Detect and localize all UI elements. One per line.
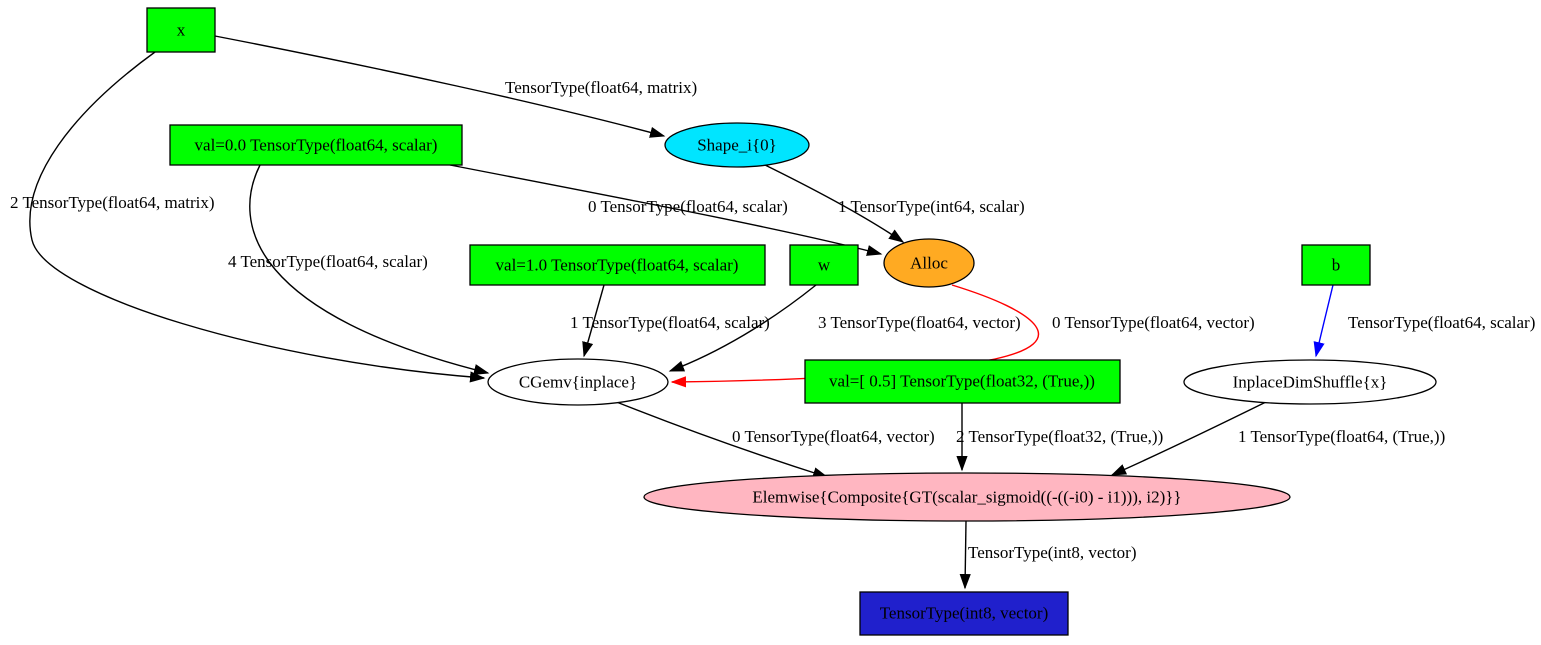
edge-label: 3 TensorType(float64, vector) bbox=[818, 313, 1021, 332]
edges-layer: TensorType(float64, matrix) 2 TensorType… bbox=[10, 35, 1535, 590]
edge-label: 0 TensorType(float64, vector) bbox=[1052, 313, 1255, 332]
node-label: CGemv{inplace} bbox=[519, 373, 637, 392]
node-input-b: b bbox=[1301, 244, 1371, 286]
edge-dimshuffle-to-elemwise: 1 TensorType(float64, (True,)) bbox=[1110, 400, 1445, 476]
node-shape bbox=[883, 238, 975, 288]
node-constant-val05: val=[ 0.5] TensorType(float32, (True,)) bbox=[804, 359, 1121, 404]
node-shape bbox=[859, 591, 1069, 636]
edge-line bbox=[959, 520, 971, 590]
edge-w-to-cgemv: 3 TensorType(float64, vector) bbox=[668, 284, 1021, 372]
edge-val05-to-elemwise: 2 TensorType(float32, (True,)) bbox=[956, 403, 1163, 472]
node-op-cgemv: CGemv{inplace} bbox=[487, 358, 669, 406]
edge-line bbox=[613, 400, 829, 479]
node-label: w bbox=[818, 256, 831, 275]
node-shape bbox=[664, 122, 810, 168]
edge-line bbox=[29, 51, 486, 383]
edge-label: TensorType(int8, vector) bbox=[968, 543, 1137, 562]
nodes-layer: x val=0.0 TensorType(float64, scalar) Sh… bbox=[146, 7, 1437, 636]
node-label: val=[ 0.5] TensorType(float32, (True,)) bbox=[829, 372, 1095, 391]
edge-label: 1 TensorType(float64, (True,)) bbox=[1238, 427, 1445, 446]
node-constant-val0: val=0.0 TensorType(float64, scalar) bbox=[169, 124, 463, 166]
node-label: TensorType(int8, vector) bbox=[880, 604, 1049, 623]
node-label: b bbox=[1332, 256, 1341, 275]
node-shape bbox=[487, 358, 669, 406]
node-shape bbox=[789, 244, 859, 286]
edge-label: 0 TensorType(float64, scalar) bbox=[588, 197, 788, 216]
edge-label: TensorType(float64, matrix) bbox=[505, 78, 697, 97]
edge-x-to-cgemv: 2 TensorType(float64, matrix) bbox=[10, 51, 486, 383]
edge-line bbox=[1313, 284, 1334, 358]
node-label: Elemwise{Composite{GT(scalar_sigmoid((-(… bbox=[752, 488, 1181, 507]
edge-line bbox=[249, 164, 490, 376]
node-op-dimshuffle: InplaceDimShuffle{x} bbox=[1183, 359, 1437, 405]
edge-cgemv-to-elemwise: 0 TensorType(float64, vector) bbox=[613, 400, 935, 479]
edge-label: TensorType(float64, scalar) bbox=[1348, 313, 1535, 332]
node-op-alloc: Alloc bbox=[883, 238, 975, 288]
node-shape bbox=[169, 124, 463, 166]
edge-label: 1 TensorType(int64, scalar) bbox=[838, 197, 1025, 216]
node-output-tensortype: TensorType(int8, vector) bbox=[859, 591, 1069, 636]
node-label: Alloc bbox=[910, 254, 948, 273]
edge-x-to-shapei: TensorType(float64, matrix) bbox=[214, 35, 697, 138]
node-label: x bbox=[177, 21, 186, 40]
node-label: val=0.0 TensorType(float64, scalar) bbox=[195, 136, 438, 155]
edge-val0-to-alloc: 0 TensorType(float64, scalar) bbox=[449, 164, 883, 256]
node-shape bbox=[146, 7, 216, 53]
edge-label: 4 TensorType(float64, scalar) bbox=[228, 252, 428, 271]
edge-shapei-to-alloc: 1 TensorType(int64, scalar) bbox=[762, 163, 1025, 243]
edge-label: 2 TensorType(float32, (True,)) bbox=[956, 427, 1163, 446]
node-op-shapei: Shape_i{0} bbox=[664, 122, 810, 168]
edge-line bbox=[668, 284, 817, 372]
node-shape bbox=[1301, 244, 1371, 286]
node-label: InplaceDimShuffle{x} bbox=[1233, 373, 1388, 392]
node-shape bbox=[804, 359, 1121, 404]
edge-line bbox=[762, 163, 905, 243]
node-shape bbox=[469, 244, 766, 286]
edge-label: 0 TensorType(float64, vector) bbox=[732, 427, 935, 446]
edge-b-to-dimshuffle: TensorType(float64, scalar) bbox=[1313, 284, 1535, 358]
edge-label: 1 TensorType(float64, scalar) bbox=[570, 313, 770, 332]
node-op-elemwise: Elemwise{Composite{GT(scalar_sigmoid((-(… bbox=[643, 472, 1291, 522]
edge-line bbox=[582, 284, 605, 358]
node-shape bbox=[1183, 359, 1437, 405]
node-constant-val1: val=1.0 TensorType(float64, scalar) bbox=[469, 244, 766, 286]
node-label: val=1.0 TensorType(float64, scalar) bbox=[496, 256, 739, 275]
node-shape bbox=[643, 472, 1291, 522]
edge-line bbox=[449, 164, 883, 256]
node-label: Shape_i{0} bbox=[697, 136, 777, 155]
edge-elemwise-to-output: TensorType(int8, vector) bbox=[959, 520, 1137, 590]
edge-label: 2 TensorType(float64, matrix) bbox=[10, 193, 215, 212]
node-input-w: w bbox=[789, 244, 859, 286]
edge-val0-to-cgemv: 4 TensorType(float64, scalar) bbox=[228, 164, 490, 376]
edge-val1-to-cgemv: 1 TensorType(float64, scalar) bbox=[570, 284, 770, 358]
node-input-x: x bbox=[146, 7, 216, 53]
edge-line bbox=[1110, 400, 1269, 476]
edge-line bbox=[214, 35, 666, 138]
